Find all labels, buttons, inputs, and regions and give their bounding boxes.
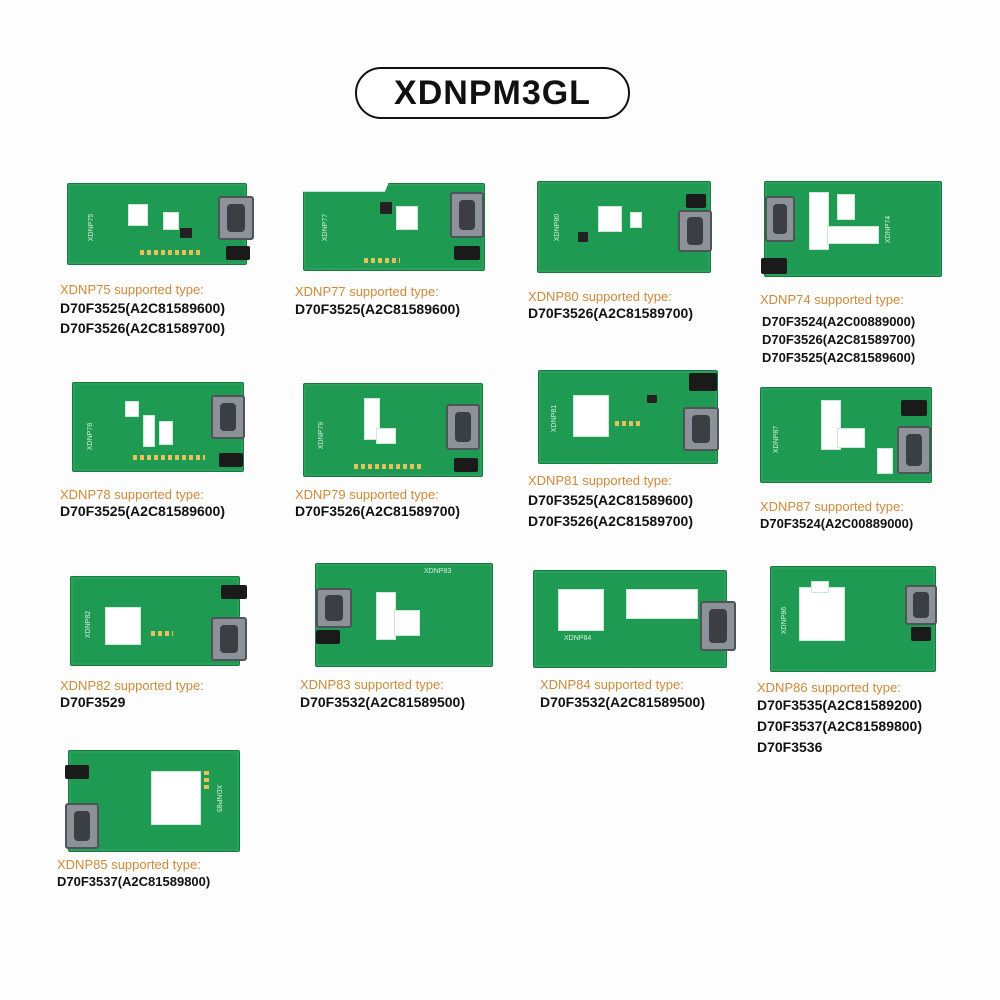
adapter-board-xdnp75: XDNP75 [67,183,254,265]
adapter-board-xdnp78: XDNP78 [72,382,245,472]
part-number: D70F3525(A2C81589600) [60,503,225,519]
adapter-board-xdnp84: XDNP84 [533,570,736,668]
adapter-board-xdnp87: XDNP87 [760,387,932,483]
board-supported-label: XDNP80 supported type: [528,289,672,304]
part-number: D70F3524(A2C00889000) [762,314,916,329]
part-number: D70F3535(A2C81589200) [757,697,922,713]
part-number: D70F3529 [60,694,126,710]
board-supported-label: XDNP87 supported type: [760,499,904,514]
part-number: D70F3525(A2C81589600) [528,492,693,508]
adapter-board-xdnp74: XDNP74 [761,181,942,277]
board-supported-label: XDNP77 supported type: [295,284,439,299]
board-supported-label: XDNP75 supported type: [60,282,204,297]
part-number: D70F3525(A2C81589600) [60,300,225,316]
board-supported-label: XDNP79 supported type: [295,487,439,502]
part-number: D70F3537(A2C81589800) [757,718,922,734]
board-supported-label: XDNP85 supported type: [57,857,201,872]
part-number: D70F3525(A2C81589600) [762,350,916,365]
board-supported-label: XDNP74 supported type: [760,292,904,307]
board-supported-label: XDNP83 supported type: [300,677,444,692]
board-supported-label: XDNP81 supported type: [528,473,672,488]
adapter-board-xdnp79: XDNP79 [303,383,483,477]
adapter-board-xdnp86: XDNP86 [770,566,937,672]
part-number: D70F3532(A2C81589500) [540,694,705,710]
part-number: D70F3526(A2C81589700) [60,320,225,336]
board-supported-label: XDNP78 supported type: [60,487,204,502]
adapter-board-xdnp77: XDNP77 [303,183,485,271]
part-number: D70F3525(A2C81589600) [295,301,460,317]
part-number: D70F3532(A2C81589500) [300,694,465,710]
adapter-board-xdnp85: XDNP85 [65,750,240,852]
board-supported-label: XDNP84 supported type: [540,677,684,692]
part-number: D70F3526(A2C81589700) [528,513,693,529]
part-number: D70F3524(A2C00889000) [760,516,914,531]
adapter-board-xdnp83: XDNP83 [315,563,493,667]
part-number: D70F3536 [757,739,823,755]
part-number: D70F3526(A2C81589700) [762,332,916,347]
adapter-board-xdnp81: XDNP81 [538,370,719,464]
board-supported-label: XDNP86 supported type: [757,680,901,695]
adapter-board-xdnp80: XDNP80 [537,181,712,273]
part-number: D70F3526(A2C81589700) [528,305,693,321]
page-title: XDNPM3GL [355,67,630,119]
part-number: D70F3526(A2C81589700) [295,503,460,519]
part-number: D70F3537(A2C81589800) [57,874,211,889]
board-supported-label: XDNP82 supported type: [60,678,204,693]
adapter-board-xdnp82: XDNP82 [70,576,247,666]
